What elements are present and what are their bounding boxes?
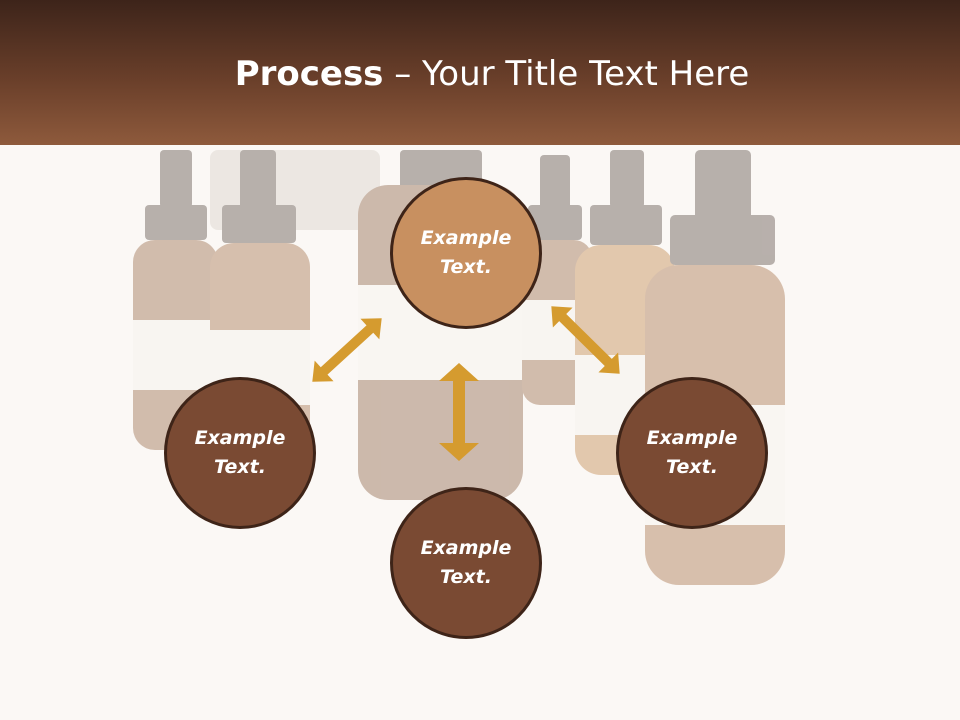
title-bar xyxy=(0,0,960,145)
step-text-line1: Example xyxy=(194,427,286,449)
slide-title: Process – Your Title Text Here xyxy=(0,52,960,96)
step-text-line2: Text. xyxy=(666,456,718,478)
step-text-line1: Example xyxy=(420,537,512,559)
step-text-line2: Text. xyxy=(440,566,492,588)
title-text: – Your Title Text Here xyxy=(383,54,750,94)
step-text-line2: Text. xyxy=(214,456,266,478)
step-text-line1: Example xyxy=(420,227,512,249)
double-arrow-icon xyxy=(551,306,620,374)
step-text-line2: Text. xyxy=(440,256,492,278)
double-arrow-icon xyxy=(439,363,479,461)
title-bold-text: Process xyxy=(234,54,384,94)
double-arrow-icon xyxy=(312,318,382,382)
step-text-line1: Example xyxy=(646,427,738,449)
